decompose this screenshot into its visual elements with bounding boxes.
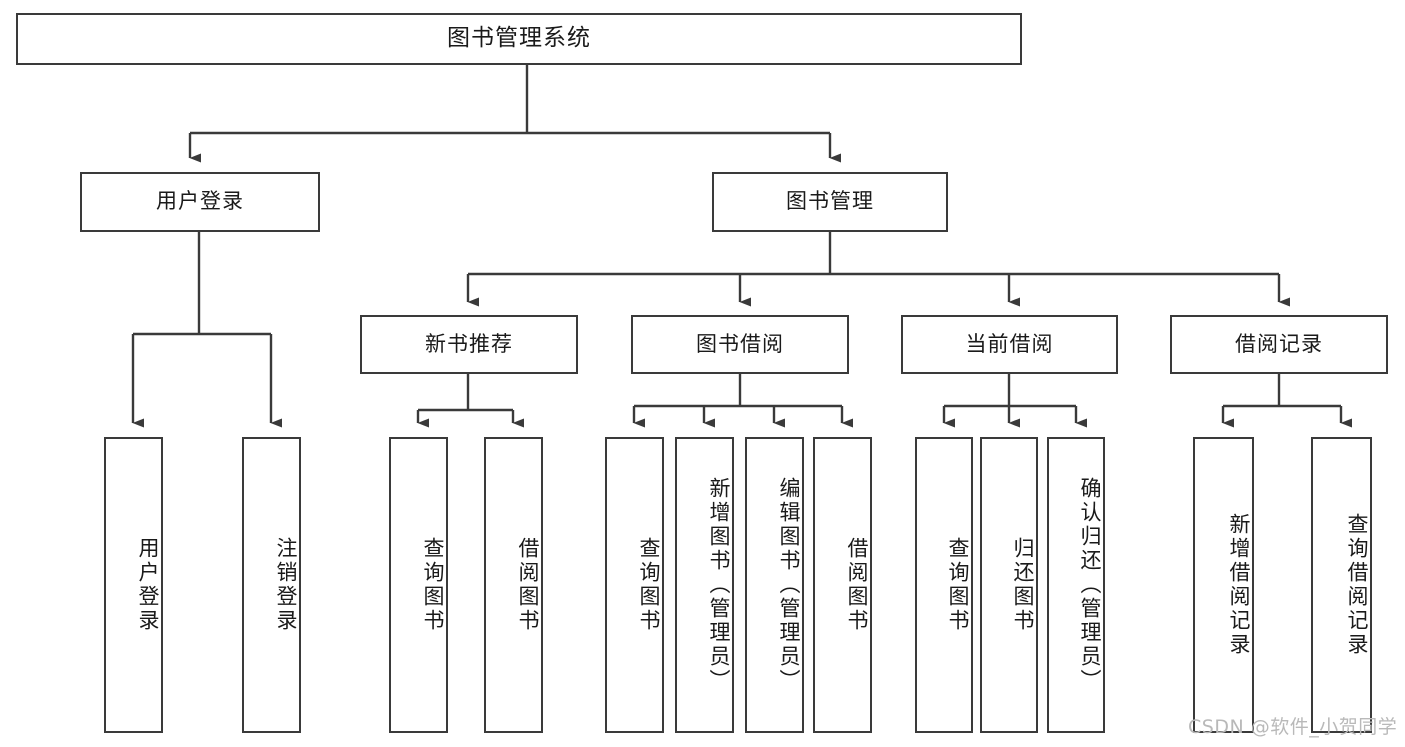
node-label: 用户登录 [136,537,160,633]
node-borrow-record[interactable]: 借阅记录 [1170,315,1388,374]
node-book-manage[interactable]: 图书管理 [712,172,948,232]
node-label: 查询图书 [637,537,661,633]
node-label: 新增图书（管理员） [707,477,731,693]
csdn-watermark: CSDN @软件_小贺同学 [1188,716,1398,738]
node-label: 注销登录 [274,537,298,633]
node-label: 新增借阅记录 [1227,513,1251,657]
leaf-user-login[interactable]: 用户登录 [104,437,163,733]
leaf-query-book-current[interactable]: 查询图书 [915,437,973,733]
node-label: 图书管理 [786,189,874,214]
node-label: 图书管理系统 [447,25,591,52]
leaf-borrow-book[interactable]: 借阅图书 [813,437,872,733]
leaf-query-borrow-record[interactable]: 查询借阅记录 [1311,437,1372,733]
leaf-query-book-borrow[interactable]: 查询图书 [605,437,664,733]
leaf-query-book-recommend[interactable]: 查询图书 [389,437,448,733]
node-label: 新书推荐 [425,331,513,356]
node-label: 查询图书 [421,537,445,633]
node-label: 归还图书 [1011,537,1035,633]
node-label: 确认归还（管理员） [1078,477,1102,693]
node-user-login[interactable]: 用户登录 [80,172,320,232]
leaf-logout-login[interactable]: 注销登录 [242,437,301,733]
leaf-add-borrow-record[interactable]: 新增借阅记录 [1193,437,1254,733]
node-label: 查询图书 [946,537,970,633]
leaf-add-book[interactable]: 新增图书（管理员） [675,437,734,733]
leaf-confirm-return[interactable]: 确认归还（管理员） [1047,437,1105,733]
node-root-system[interactable]: 图书管理系统 [16,13,1022,65]
leaf-borrow-book-recommend[interactable]: 借阅图书 [484,437,543,733]
node-label: 当前借阅 [965,331,1054,356]
leaf-edit-book[interactable]: 编辑图书（管理员） [745,437,804,733]
node-label: 图书借阅 [696,331,784,356]
node-new-book-recommend[interactable]: 新书推荐 [360,315,578,374]
node-current-borrow[interactable]: 当前借阅 [901,315,1118,374]
node-label: 借阅图书 [516,537,540,633]
node-label: 借阅记录 [1235,331,1323,356]
node-label: 借阅图书 [845,537,869,633]
node-book-borrow[interactable]: 图书借阅 [631,315,849,374]
node-label: 查询借阅记录 [1345,513,1369,657]
node-label: 编辑图书（管理员） [777,477,801,693]
leaf-return-book[interactable]: 归还图书 [980,437,1038,733]
node-label: 用户登录 [156,189,244,214]
